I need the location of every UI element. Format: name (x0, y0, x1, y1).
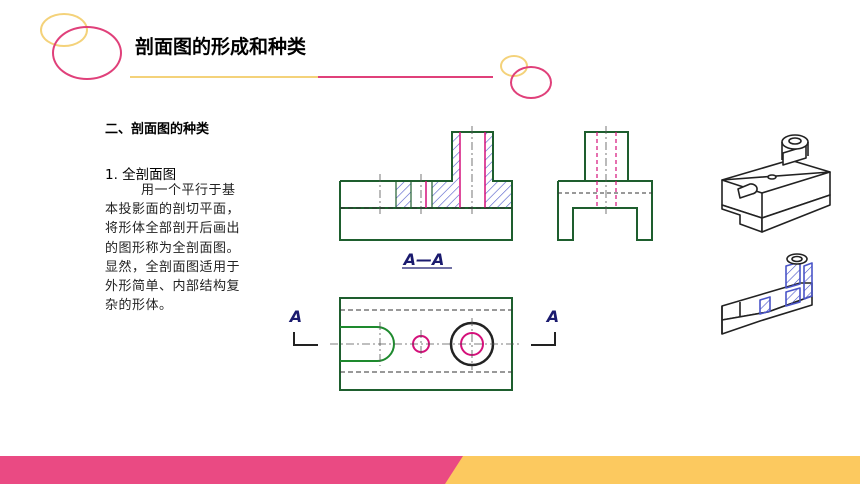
footer-bar-yellow (445, 456, 860, 484)
cut-label-right: A (545, 307, 559, 326)
decor-ring-pink-right (510, 66, 552, 99)
section-subtitle: 二、剖面图的种类 (105, 122, 210, 137)
cut-mark-right (531, 332, 556, 346)
front-view-hatching (396, 132, 512, 208)
front-section-view: A—A (339, 126, 513, 269)
top-view: A A (288, 297, 559, 391)
side-view (557, 126, 653, 241)
front-view-hole-lines (425, 132, 486, 208)
front-view-centerlines (379, 126, 473, 214)
section-body-text: 用一个平行于基本投影面的剖切平面，将形体全部剖开后画出的图形称为全剖面图。显然，… (105, 183, 241, 314)
cut-label-left: A (288, 307, 302, 326)
decor-ring-pink-top (52, 26, 122, 80)
title-underline-yellow (130, 76, 320, 78)
front-view-caption: A—A (402, 250, 445, 269)
front-view-details (395, 181, 433, 208)
isometric-part-view (721, 134, 831, 233)
cut-mark-left (293, 332, 318, 346)
isometric-section-view (721, 253, 813, 335)
title-underline-pink (318, 76, 493, 78)
slide-title: 剖面图的形成和种类 (135, 36, 307, 58)
section-heading: 1. 全剖面图 (105, 167, 177, 183)
